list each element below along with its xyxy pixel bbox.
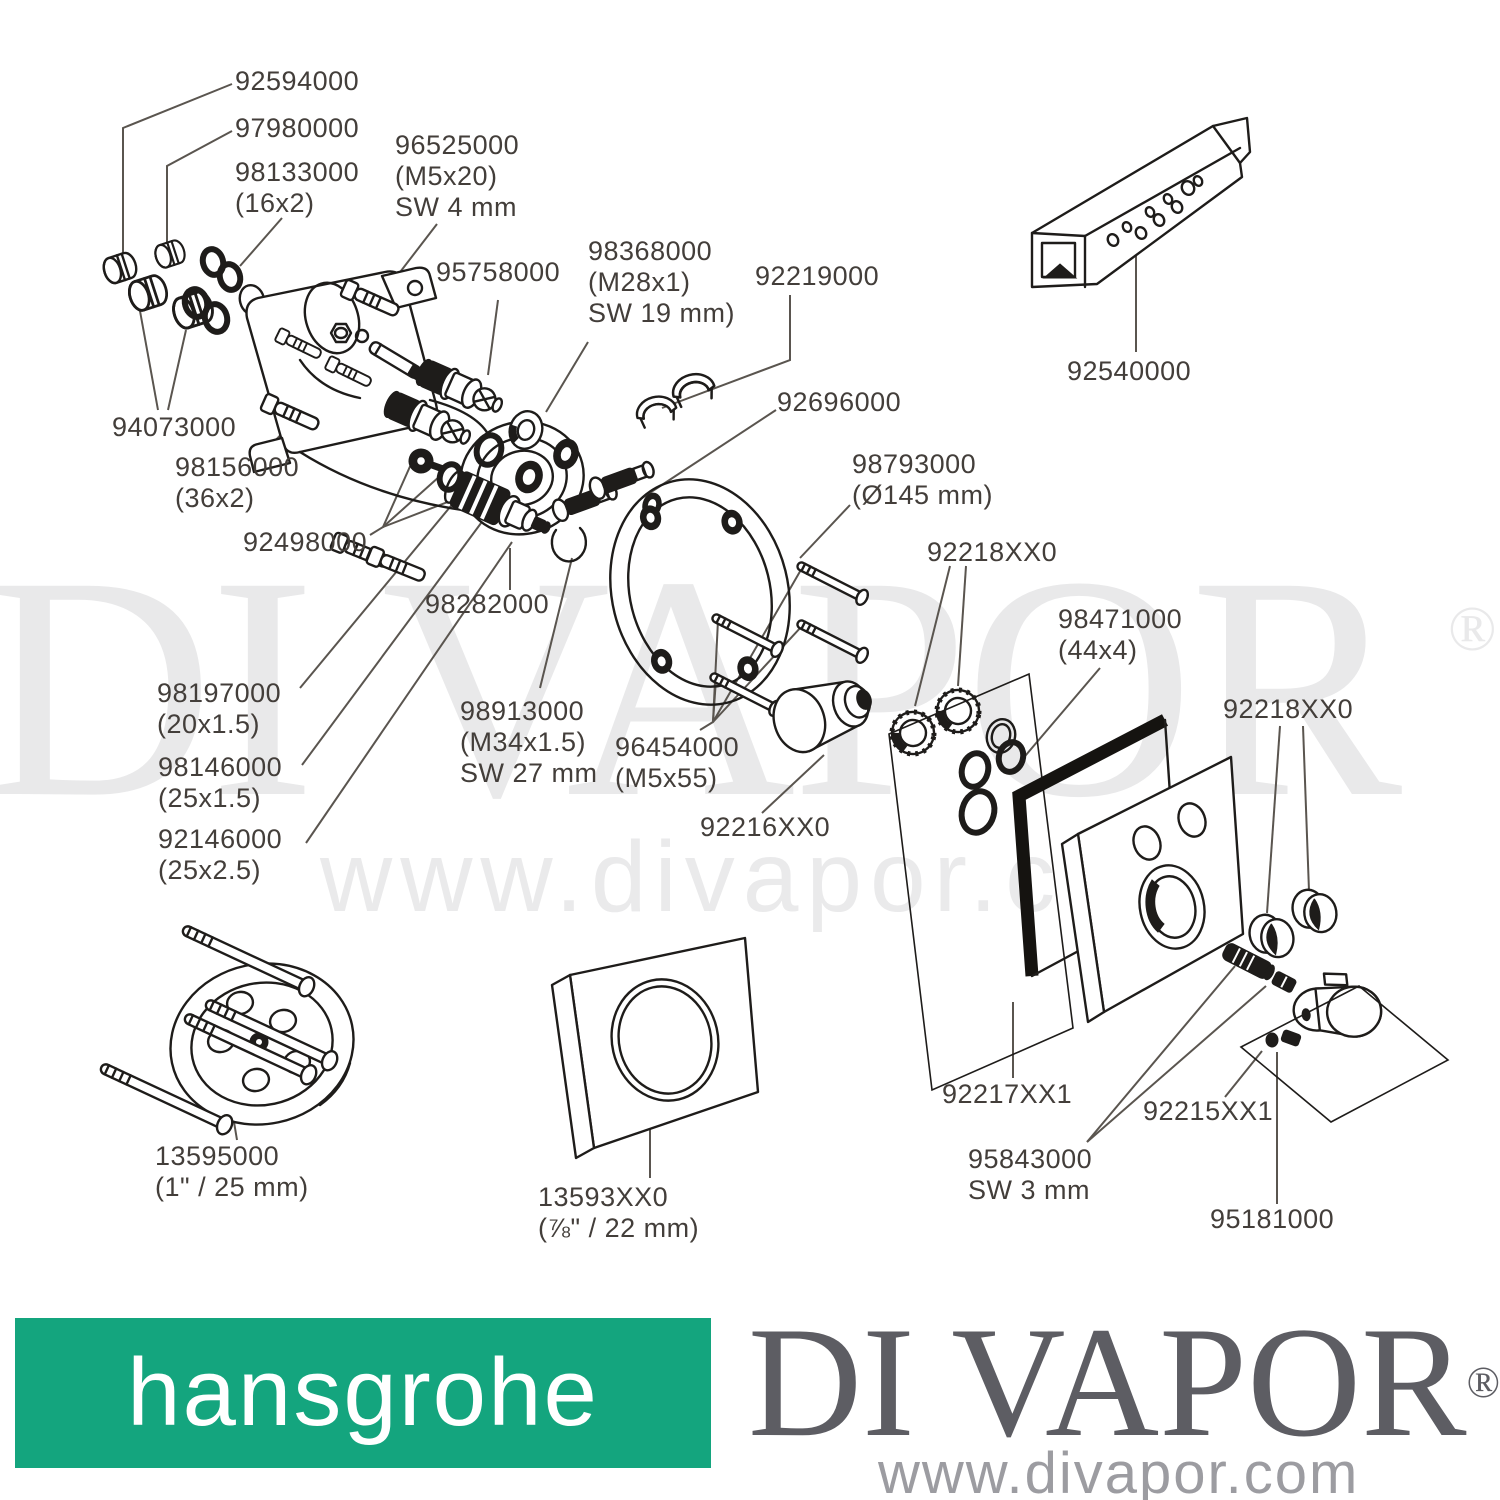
part-label-92219000: 92219000 xyxy=(755,261,880,291)
part-label-92215XX1: 92215XX1 xyxy=(1143,1096,1274,1126)
shutoff-cartridge xyxy=(772,680,872,754)
part-label-98913000: 98913000(M34x1.5)SW 27 mm xyxy=(460,696,598,788)
hansgrohe-wordmark: hansgrohe xyxy=(127,1339,599,1446)
backing-plate-outline xyxy=(1239,985,1450,1123)
part-label-98197000: 98197000(20x1.5) xyxy=(157,678,282,739)
grub-screw xyxy=(1271,971,1297,993)
escutcheon-plate-two-function xyxy=(1060,755,1245,1024)
part-label-98133000: 98133000(16x2) xyxy=(235,157,360,218)
handle-knob xyxy=(1292,972,1383,1038)
part-label-98793000: 98793000(Ø145 mm) xyxy=(852,449,994,510)
watermark-registered-mark: ® xyxy=(1448,593,1497,664)
small-fasteners xyxy=(1265,1029,1302,1048)
mounting-bracket xyxy=(1030,116,1252,289)
part-label-13593XX0: 13593XX0(⅞" / 22 mm) xyxy=(538,1182,700,1243)
nuts-orings-group xyxy=(889,687,1027,836)
part-label-96525000: 96525000(M5x20)SW 4 mm xyxy=(395,130,520,222)
trim-housing-outline xyxy=(888,672,1074,1092)
part-label-94073000: 94073000 xyxy=(112,412,237,442)
part-label-92218XX0-left: 92218XX0 xyxy=(927,537,1058,567)
divapor-registered-mark: ® xyxy=(1466,1358,1500,1407)
part-label-92217XX1: 92217XX1 xyxy=(942,1079,1073,1109)
part-label-92498000: 92498000 xyxy=(243,527,368,557)
part-label-98368000: 98368000(M28x1)SW 19 mm) xyxy=(588,236,736,328)
part-label-96454000: 96454000(M5x55) xyxy=(615,732,740,793)
part-label-95181000: 95181000 xyxy=(1210,1204,1335,1234)
watermark-url: www.divapor.com xyxy=(320,821,1219,933)
part-label-98471000: 98471000(44x4) xyxy=(1058,604,1183,665)
part-label-92696000: 92696000 xyxy=(777,387,902,417)
part-label-92218XX0-right: 92218XX0 xyxy=(1223,694,1354,724)
divapor-logo: DI VAPOR® xyxy=(748,1304,1500,1462)
divapor-wordmark: DI VAPOR xyxy=(748,1295,1467,1470)
divapor-url: www.divapor.com xyxy=(878,1441,1360,1500)
part-label-92146000: 92146000(25x2.5) xyxy=(158,824,283,885)
basic-set-flange xyxy=(95,918,355,1138)
part-label-98146000: 98146000(25x1.5) xyxy=(158,752,283,813)
part-label-95758000: 95758000 xyxy=(436,257,561,287)
part-label-92216XX0: 92216XX0 xyxy=(700,812,831,842)
square-escutcheon-single xyxy=(550,936,760,1160)
part-label-92540000: 92540000 xyxy=(1067,356,1192,386)
part-label-13595000: 13595000(1" / 25 mm) xyxy=(155,1141,309,1202)
part-label-98156000: 98156000(36x2) xyxy=(175,452,300,513)
part-label-98282000: 98282000 xyxy=(425,589,550,619)
part-label-97980000: 97980000 xyxy=(235,113,360,143)
adapter-pin xyxy=(1222,943,1275,981)
part-label-92594000: 92594000 xyxy=(235,66,360,96)
carrier-plate-round xyxy=(609,478,791,706)
buttons-group xyxy=(1245,884,1341,962)
exploded-parts-diagram xyxy=(95,83,1450,1204)
hansgrohe-logo: hansgrohe xyxy=(15,1318,711,1468)
